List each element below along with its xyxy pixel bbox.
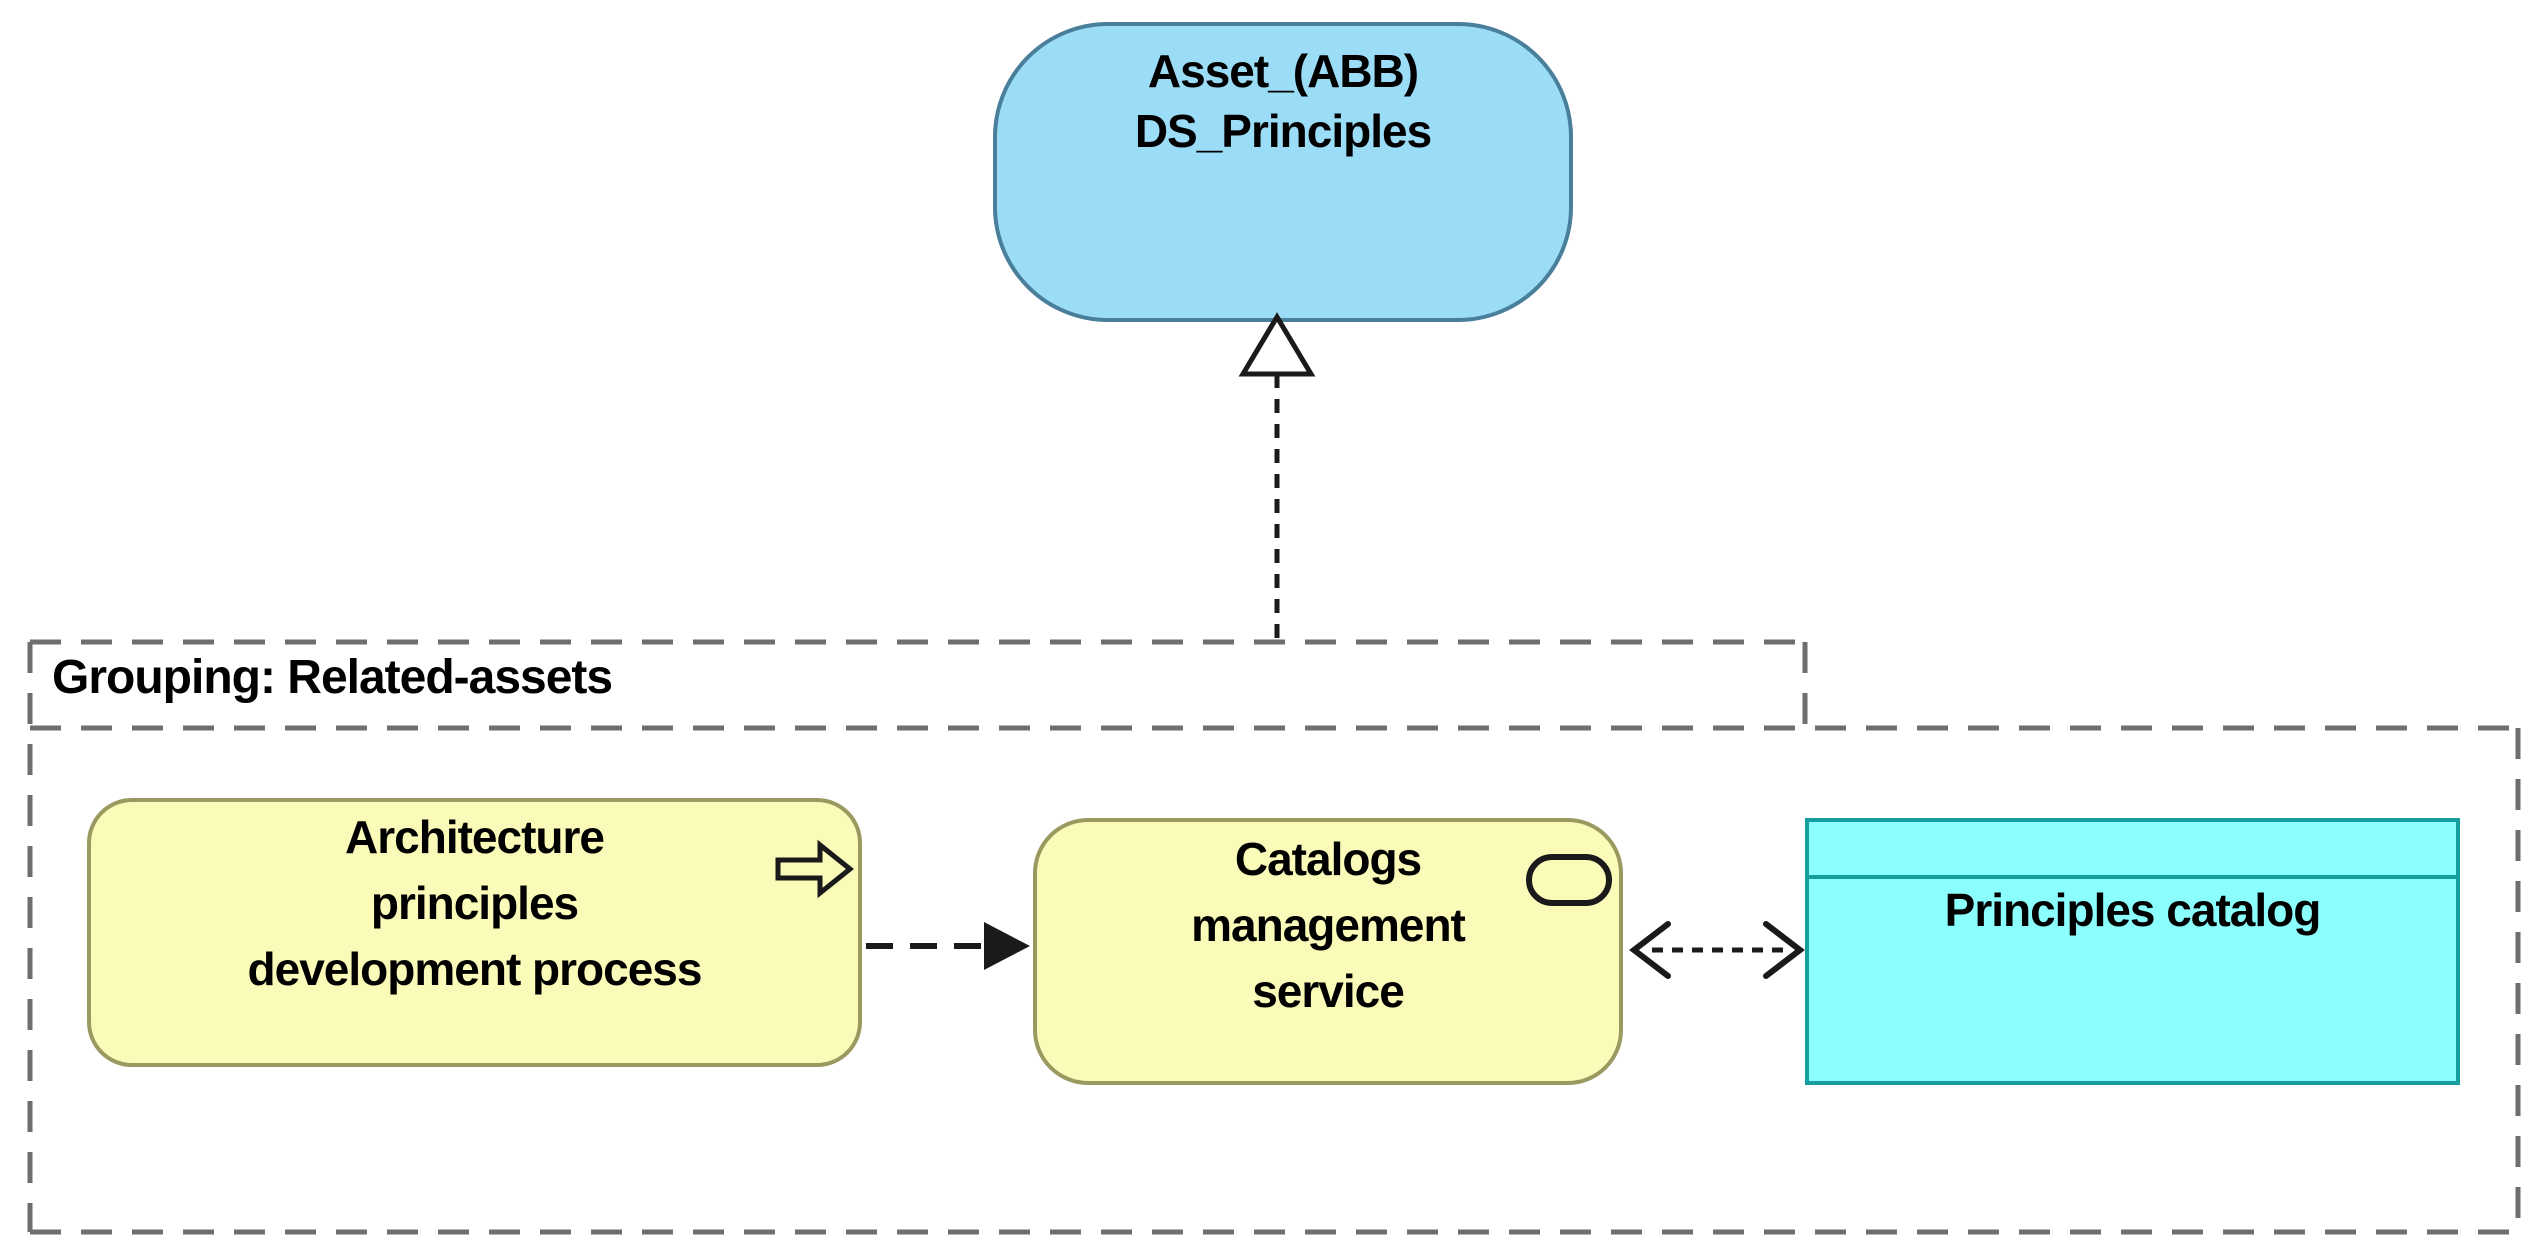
hollow-triangle-arrowhead — [1238, 312, 1316, 377]
open-arrowhead-right — [1763, 921, 1805, 979]
service-node[interactable]: Catalogs management service — [1033, 818, 1623, 1085]
process-node-label: Architecture principles development proc… — [247, 811, 703, 996]
solid-arrowhead — [984, 922, 1030, 970]
open-arrowhead-left — [1629, 921, 1671, 979]
process-arrow-icon — [775, 839, 854, 899]
access-connector[interactable] — [1629, 921, 1805, 979]
catalog-node[interactable]: Principles catalog — [1805, 818, 2460, 1085]
catalog-header-band — [1809, 822, 2456, 879]
asset-node-label: Asset_(ABB) DS_Principles — [1134, 45, 1432, 157]
service-node-label: Catalogs management service — [1191, 833, 1466, 1018]
asset-node[interactable]: Asset_(ABB) DS_Principles — [993, 22, 1573, 322]
grouping-label: Grouping: Related-assets — [52, 651, 613, 704]
grouping-dashed-outline — [27, 639, 2521, 1235]
service-rounded-icon — [1526, 854, 1612, 906]
catalog-node-label: Principles catalog — [1944, 884, 2322, 936]
flow-connector[interactable] — [866, 922, 1030, 970]
grouping-border[interactable] — [27, 639, 2521, 1235]
process-node[interactable]: Architecture principles development proc… — [87, 798, 862, 1067]
realization-connector[interactable] — [1238, 312, 1316, 642]
